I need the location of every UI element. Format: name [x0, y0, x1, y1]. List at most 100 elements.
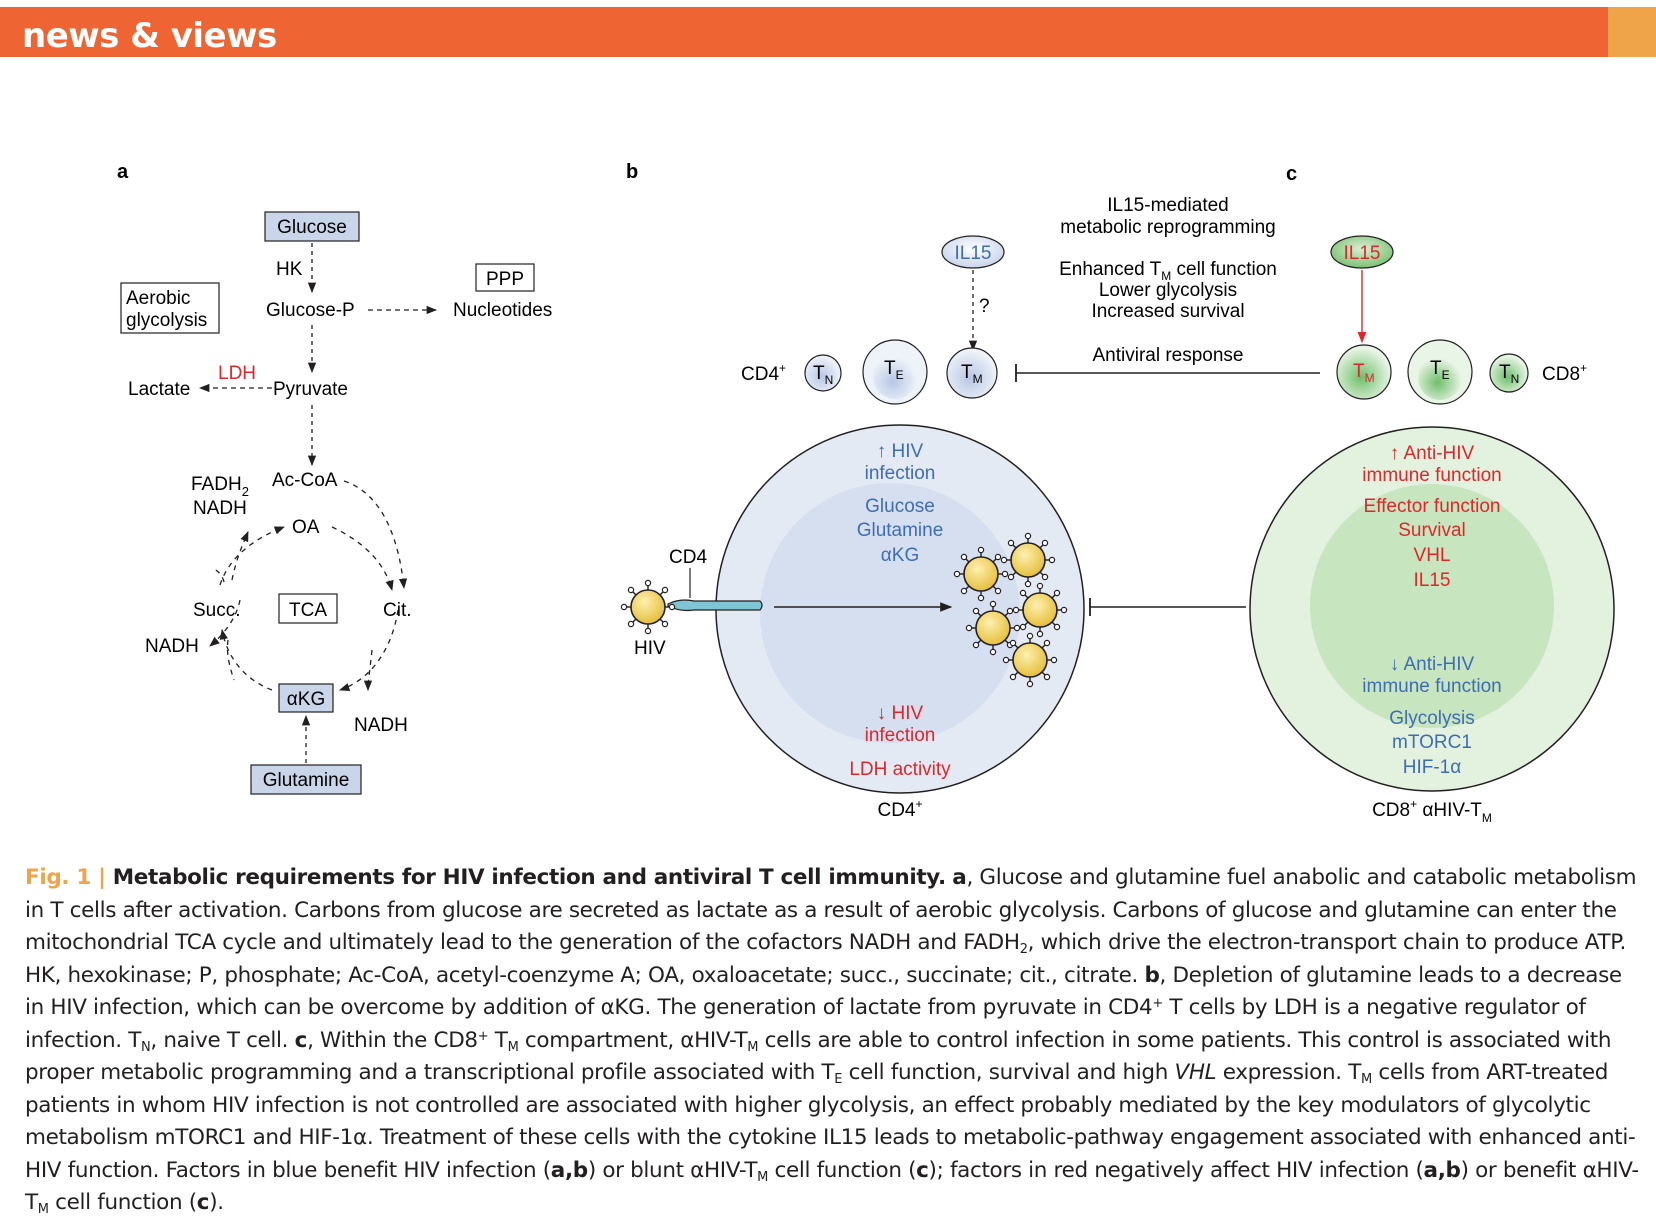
hif-c: HIF-1α — [1403, 757, 1462, 778]
caption-c-bold: c — [196, 1190, 210, 1215]
caption-sub: E — [834, 1072, 843, 1087]
ppp-box — [475, 263, 535, 292]
glucose-b: Glucose — [865, 496, 935, 517]
caption-text: T — [488, 1027, 508, 1053]
glucose-box — [264, 211, 360, 242]
caption-ab: a,b — [550, 1157, 588, 1183]
enhanced-tm-label: Enhanced TM cell function — [1059, 259, 1277, 283]
down-hiv-line-2: infection — [865, 725, 936, 746]
figure-caption: Fig. 1 | Metabolic requirements for HIV … — [25, 862, 1640, 1220]
caption-sub: M — [747, 1039, 759, 1055]
caption-a-label: a — [952, 865, 967, 890]
hiv-virion-4 — [965, 600, 1021, 656]
caption-sub: M — [37, 1202, 49, 1217]
panel-a: a Glucose HK Aerobic glycolysis Glucose-… — [117, 161, 552, 795]
vhl-c: VHL — [1414, 545, 1451, 566]
nadh-top-label: NADH — [193, 498, 247, 519]
hiv-label: HIV — [634, 638, 666, 659]
akg-label: αKG — [287, 689, 325, 710]
caption-c-bold: c — [916, 1157, 929, 1183]
caption-sup: + — [1152, 996, 1163, 1011]
caption-sub: M — [1361, 1072, 1372, 1087]
up-anti-hiv-line-2: immune function — [1362, 465, 1501, 486]
panel-label-b: b — [626, 161, 638, 183]
caption-text: compartment, αHIV-T — [518, 1027, 748, 1053]
panel-c: c IL15-mediated metabolic reprogramming … — [1015, 163, 1615, 825]
caption-text: , Glucose and glutamine fuel anabolic an… — [25, 865, 1637, 955]
caption-text: , Depletion of glutamine leads to a decr… — [25, 962, 1622, 1021]
tn-cell-c — [1489, 353, 1529, 393]
caption-text: , naive T cell. — [150, 1027, 295, 1053]
aerobic-label-1: Aerobic — [126, 288, 190, 309]
caption-sup: + — [477, 1028, 489, 1044]
caption-b-label: b — [1144, 962, 1160, 988]
caption-text: cells are able to control infection in s… — [25, 1027, 1612, 1086]
antiviral-response-label: Antiviral response — [1092, 345, 1243, 366]
hk-label: HK — [276, 259, 303, 280]
akg-b: αKG — [881, 545, 919, 566]
te-label-c: TE — [1430, 358, 1450, 382]
caption-text: ). — [209, 1190, 224, 1215]
caption-text: ) or blunt αHIV-T — [587, 1157, 758, 1183]
survival-c: Survival — [1398, 520, 1466, 541]
lactate-label: Lactate — [128, 379, 190, 400]
hiv-virion-2 — [1000, 532, 1056, 588]
succ-label: Succ. — [193, 600, 241, 621]
tm-label-b: TM — [961, 362, 983, 386]
cd8-row-label: CD8+ — [1542, 361, 1587, 385]
down-hiv-line-1: ↓ HIV — [877, 703, 924, 724]
hiv-virion-5 — [1002, 632, 1058, 688]
cd4-cell-label: CD4+ — [877, 797, 922, 821]
glutamine-label: Glutamine — [263, 770, 350, 791]
il15-badge-b — [941, 235, 1005, 269]
nucleotides-label: Nucleotides — [453, 300, 552, 321]
caption-text: cell function ( — [768, 1157, 917, 1183]
c-title-line-1: IL15-mediated — [1107, 195, 1228, 216]
cit-label: Cit. — [383, 600, 412, 621]
cd4-receptor-label: CD4 — [669, 547, 707, 568]
hiv-virion-3 — [1012, 582, 1068, 638]
tca-label: TCA — [289, 600, 327, 621]
caption-text: expression. T — [1216, 1060, 1362, 1085]
caption-sub: M — [507, 1039, 519, 1055]
banner-tab — [1608, 7, 1656, 57]
glutamine-box — [250, 764, 362, 795]
section-banner: news & views — [0, 7, 1656, 57]
pyruvate-label: Pyruvate — [273, 379, 348, 400]
caption-sub: M — [757, 1169, 768, 1185]
te-label-b: TE — [884, 358, 904, 382]
ldh-label: LDH — [218, 363, 256, 384]
caption-c-label: c — [294, 1027, 308, 1053]
caption-sub: N — [141, 1039, 151, 1055]
effector-function: Effector function — [1364, 496, 1501, 517]
up-anti-hiv-line-1: ↑ Anti-HIV — [1390, 443, 1475, 464]
lower-glycolysis-label: Lower glycolysis — [1099, 280, 1237, 301]
akg-box — [278, 683, 334, 713]
caption-sub: 2 — [1019, 942, 1028, 957]
glycolysis-c: Glycolysis — [1389, 708, 1475, 729]
aerobic-label-2: glycolysis — [126, 310, 207, 331]
caption-text: T cells by LDH is a negative regulator o… — [25, 995, 1586, 1053]
section-title: news & views — [22, 16, 277, 56]
hiv-virion-outside — [620, 579, 676, 635]
aerobic-box — [120, 282, 220, 334]
ac-coa-label: Ac-CoA — [272, 470, 338, 491]
up-hiv-line-1: ↑ HIV — [877, 441, 924, 462]
tm-cell-b — [946, 347, 998, 399]
question-mark: ? — [979, 296, 990, 317]
cd8-cell-label: CD8+ αHIV-TM — [1372, 797, 1492, 825]
glucose-p-label: Glucose-P — [266, 300, 355, 321]
nadh-left-label: NADH — [145, 636, 199, 657]
il15-label-b: IL15 — [955, 243, 992, 264]
caption-text: cells from ART-treated patients in whom … — [25, 1060, 1636, 1183]
caption-title: Metabolic requirements for HIV infection… — [112, 865, 946, 890]
caption-text: cell function, survival and high — [842, 1060, 1175, 1085]
caption-ab: a,b — [1423, 1157, 1461, 1183]
caption-text: , Within the CD8 — [307, 1027, 478, 1053]
cd4-receptor — [667, 599, 763, 612]
up-hiv-line-2: infection — [865, 463, 936, 484]
down-anti-hiv-line-2: immune function — [1362, 676, 1501, 697]
caption-text: cell function ( — [48, 1190, 197, 1215]
nadh-right-label: NADH — [354, 715, 408, 736]
